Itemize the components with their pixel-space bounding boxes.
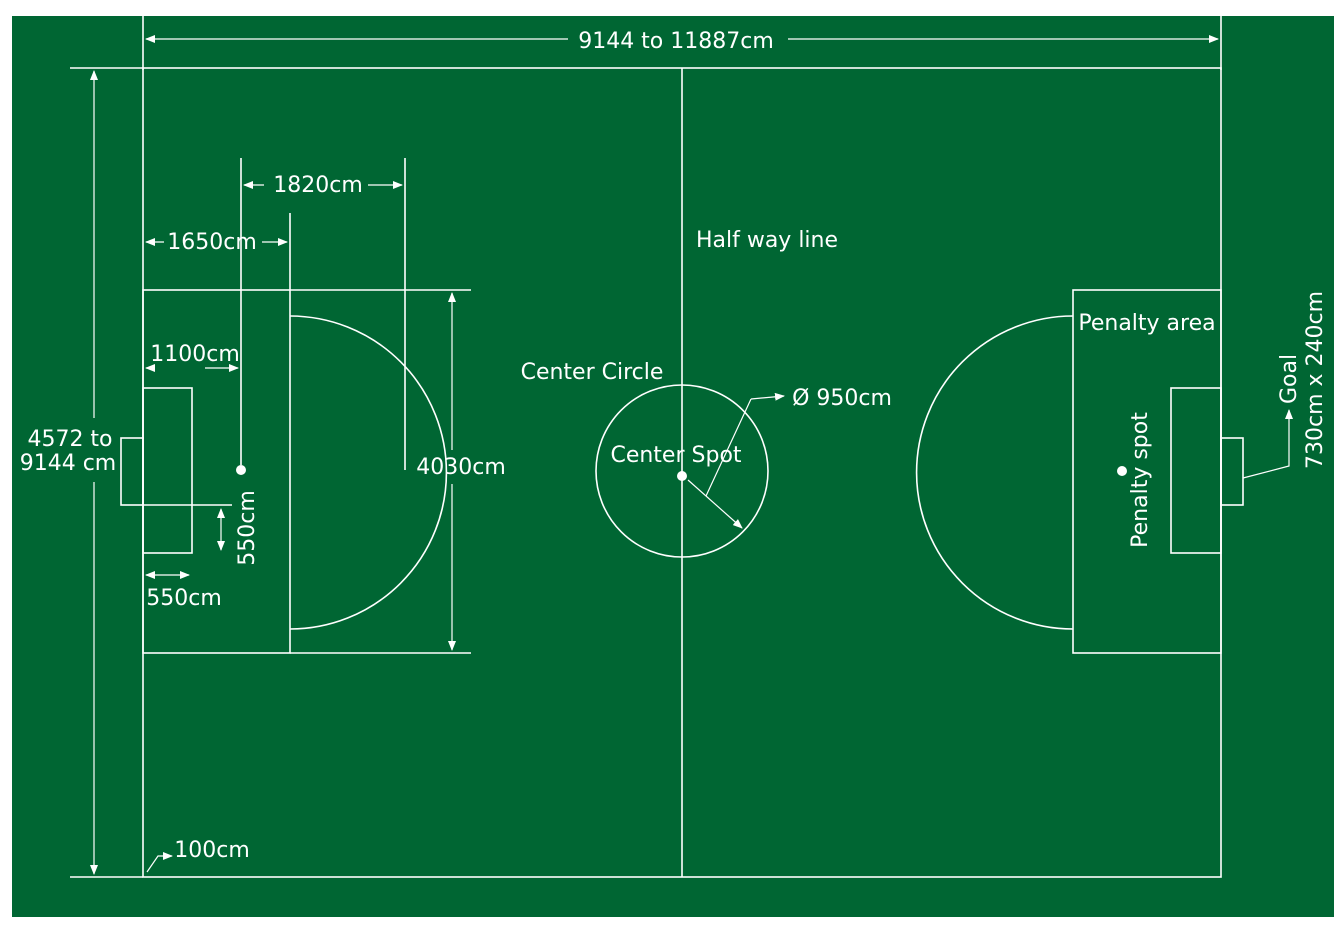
dim-1820-label: 1820cm [273, 173, 363, 198]
center-spot [677, 471, 687, 481]
dim-4030-label: 4030cm [416, 455, 506, 480]
length-label: 9144 to 11887cm [578, 29, 774, 54]
right-goal [1220, 437, 1244, 506]
left-penalty-spot [236, 465, 246, 475]
left-penalty-arc [289, 315, 448, 630]
halfway-line-label: Half way line [696, 228, 838, 253]
corner-leader [146, 852, 173, 873]
right-penalty-arc [915, 315, 1074, 630]
dim-550-vertical-label: 550cm [235, 490, 260, 566]
dim-1650-label: 1650cm [167, 230, 257, 255]
goal-size-label: 730cm x 240cm [1303, 291, 1328, 469]
center-circle-label: Center Circle [521, 360, 664, 385]
penalty-area-label: Penalty area [1078, 311, 1215, 336]
diameter-leader-arrow [750, 392, 785, 401]
dim-550-horizontal-label: 550cm [146, 586, 222, 611]
width-label-line1: 4572 to [27, 427, 112, 452]
dim-1100-label: 1100cm [150, 342, 240, 367]
center-circle [595, 384, 769, 558]
width-label-line2: 9144 cm [20, 451, 117, 476]
corner-100-label: 100cm [174, 838, 250, 863]
field-background [12, 16, 1334, 917]
right-penalty-spot [1117, 466, 1127, 476]
radius-arrow [687, 479, 743, 529]
center-spot-label: Center Spot [610, 443, 741, 468]
diameter-leader [705, 398, 752, 497]
goal-leader [1242, 409, 1293, 479]
penalty-spot-label: Penalty spot [1128, 412, 1153, 548]
goal-title-label: Goal [1277, 354, 1302, 404]
left-goal [120, 437, 144, 506]
center-diameter-label: Ø 950cm [792, 386, 892, 411]
